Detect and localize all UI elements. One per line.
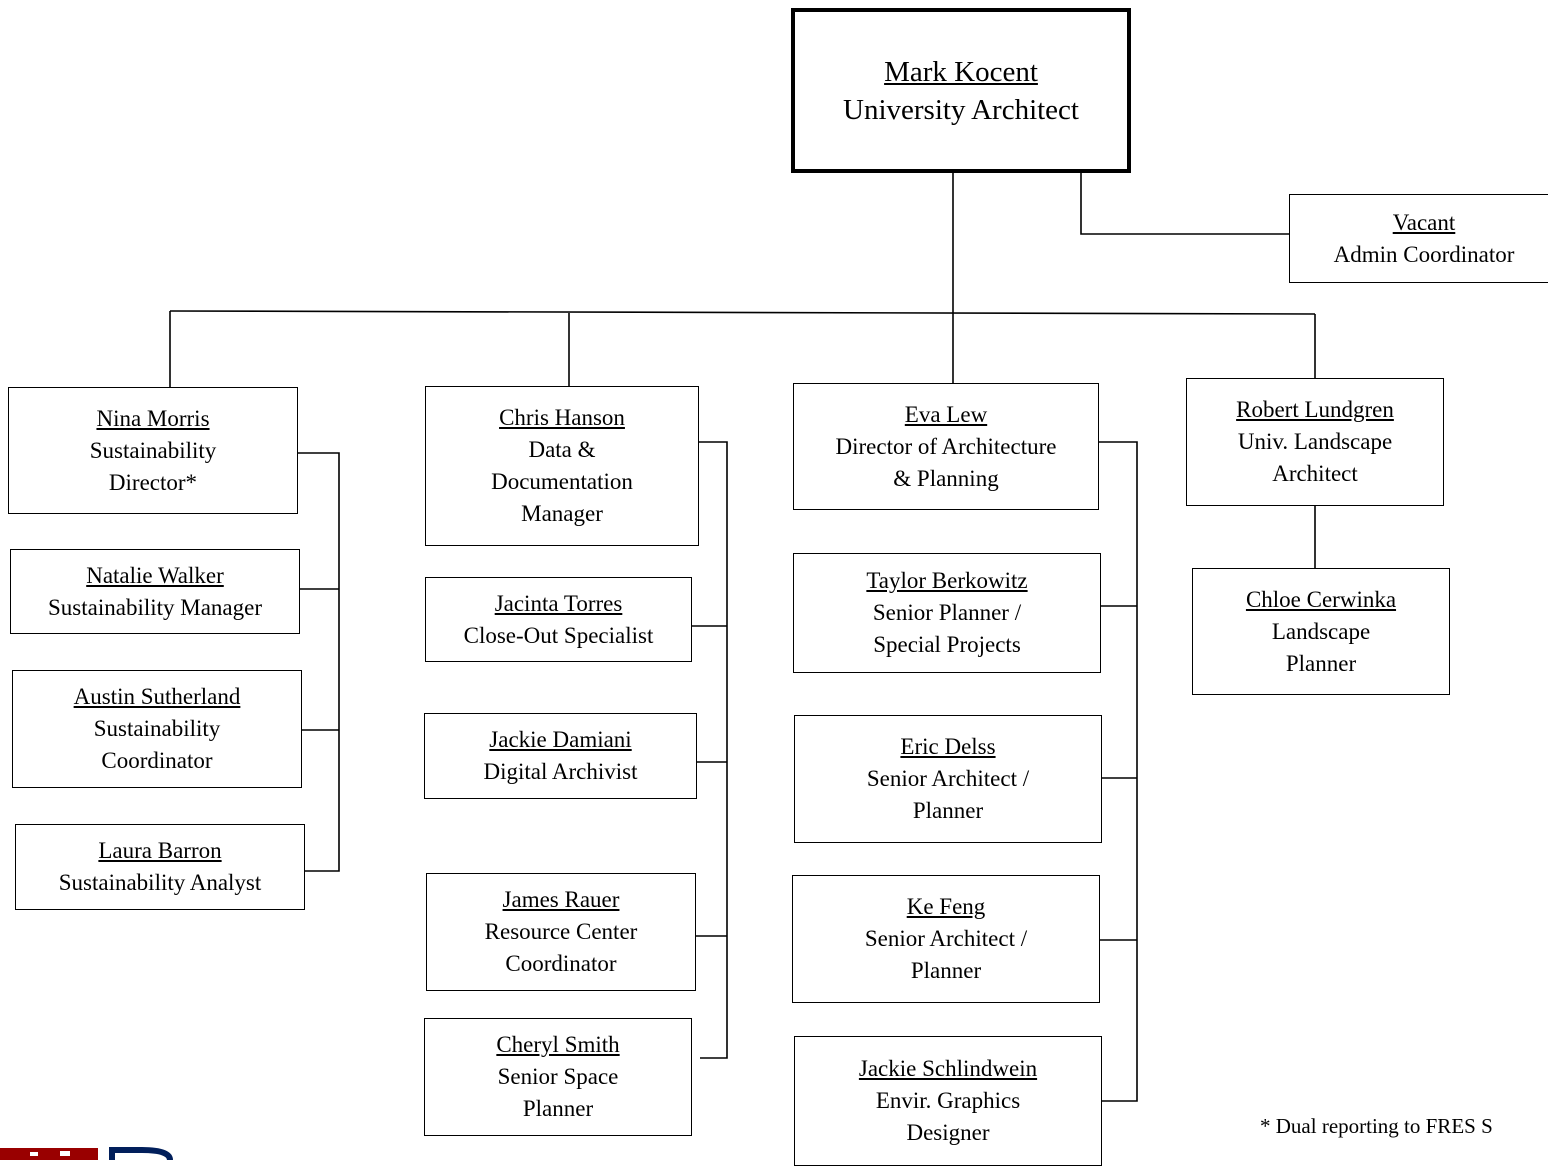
person-title-line: Envir. Graphics [875,1088,1021,1113]
landscape-planner-box: Chloe Cerwinka Landscape Planner [1192,568,1450,695]
sustainability-director-box: Nina Morris Sustainability Director* [8,387,298,514]
admin-coordinator-box: Vacant Admin Coordinator [1289,194,1548,283]
person-name: Ke Feng [906,894,986,919]
person-title-line: Sustainability Analyst [58,870,262,895]
person-title-line: Architect [1272,461,1358,486]
person-name: Chris Hanson [499,405,625,430]
landscape-architect-box: Robert Lundgren Univ. Landscape Architec… [1186,378,1444,506]
person-name: Nina Morris [96,405,210,431]
logo-letter [109,1147,173,1160]
person-name: Jacinta Torres [494,590,623,616]
person-name: Taylor Berkowitz [866,568,1028,593]
person-title-line: Landscape [1271,618,1371,644]
person-title-line: Resource Center [484,919,638,944]
senior-architect-box: Eric Delss Senior Architect / Planner [794,715,1102,843]
person-title-line: Senior Architect / [866,766,1030,791]
person-title-line: Planner [910,958,982,983]
person-title: Admin Coordinator [1333,241,1515,267]
senior-space-planner-box: Cheryl Smith Senior Space Planner [424,1018,692,1136]
person-title-line: Sustainability [93,716,221,741]
person-title-line: Data & [528,437,596,462]
person-title: University Architect [843,93,1079,126]
person-name: Robert Lundgren [1236,397,1394,422]
person-name: Eric Delss [900,734,996,759]
digital-archivist-box: Jackie Damiani Digital Archivist [424,713,697,799]
person-name: James Rauer [502,887,620,912]
person-name: Eva Lew [904,401,988,427]
person-title-line: Planner [912,798,984,823]
person-title-line: Coordinator [505,951,617,976]
person-title-line: & Planning [893,465,999,491]
person-title-line: Senior Architect / [864,926,1028,951]
person-title-line: Manager [521,501,603,526]
person-title-line: Sustainability Manager [48,594,262,620]
logo-shield-mark [30,1151,70,1156]
person-title-line: Director of Architecture [835,433,1057,459]
person-name: Chloe Cerwinka [1245,586,1397,612]
person-title-line: Univ. Landscape [1237,429,1393,454]
footnote: * Dual reporting to FRES S [1260,1114,1493,1138]
logo-shield-red [0,1148,98,1160]
person-name: Vacant [1392,209,1456,235]
sustainability-coordinator-box: Austin Sutherland Sustainability Coordin… [12,670,302,788]
person-name: Cheryl Smith [496,1032,620,1057]
person-title-line: Digital Archivist [483,759,638,784]
person-title-line: Close-Out Specialist [463,622,654,648]
senior-architect-box: Ke Feng Senior Architect / Planner [792,875,1100,1003]
person-name: Natalie Walker [86,562,224,588]
person-title-line: Coordinator [101,748,213,773]
data-documentation-manager-box: Chris Hanson Data & Documentation Manage… [425,386,699,546]
sustainability-manager-box: Natalie Walker Sustainability Manager [10,549,300,634]
person-title-line: Designer [906,1120,990,1145]
person-title-line: Senior Space [497,1064,619,1089]
resource-center-coordinator-box: James Rauer Resource Center Coordinator [426,873,696,991]
sustainability-analyst-box: Laura Barron Sustainability Analyst [15,824,305,910]
person-title-line: Director* [108,469,198,495]
person-name: Laura Barron [98,838,222,863]
senior-planner-box: Taylor Berkowitz Senior Planner / Specia… [793,553,1101,673]
close-out-specialist-box: Jacinta Torres Close-Out Specialist [425,577,692,662]
person-title-line: Documentation [491,469,633,494]
director-architecture-box: Eva Lew Director of Architecture & Plann… [793,383,1099,510]
person-name: Jackie Schlindwein [858,1056,1038,1081]
person-title-line: Sustainability [89,437,217,463]
person-title-line: Special Projects [873,632,1021,657]
person-name: Austin Sutherland [73,684,241,709]
graphics-designer-box: Jackie Schlindwein Envir. Graphics Desig… [794,1036,1102,1166]
person-title-line: Planner [1285,650,1357,676]
person-name: Jackie Damiani [489,727,632,752]
university-logo [0,1147,173,1160]
person-name: Mark Kocent [884,55,1038,88]
person-title-line: Planner [522,1096,594,1121]
person-title-line: Senior Planner / [872,600,1022,625]
university-architect-box: Mark Kocent University Architect [791,8,1131,173]
